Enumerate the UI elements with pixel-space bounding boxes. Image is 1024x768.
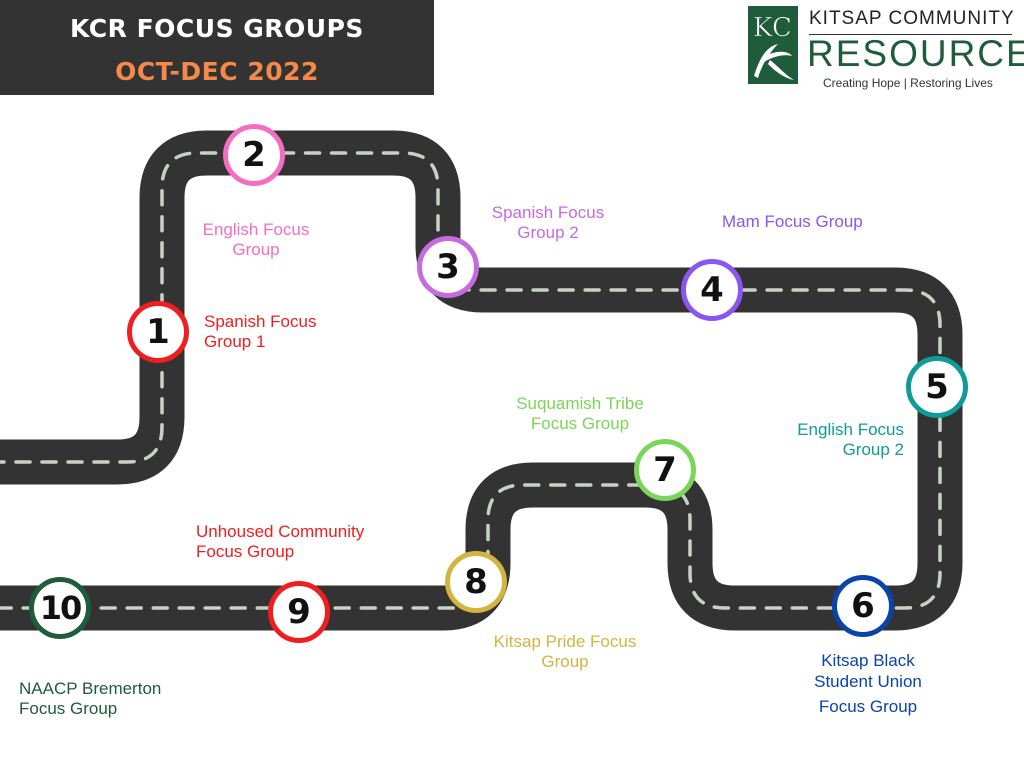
stop-label-6: Kitsap Black Student Union Focus Group — [793, 650, 943, 717]
stop-label-8: Kitsap Pride Focus Group — [475, 632, 655, 672]
stop-label-10: NAACP Bremerton Focus Group — [19, 679, 161, 719]
stop-number: 3 — [436, 247, 460, 287]
stop-number: 7 — [653, 450, 677, 490]
svg-text:K: K — [753, 13, 773, 43]
stop-label-line: Mam Focus Group — [722, 212, 863, 231]
kcr-logo: K C KITSAP COMMUNITY RESOURCES Creating … — [745, 6, 1024, 92]
stop-label-line: NAACP Bremerton — [19, 679, 162, 698]
stop-number: 1 — [146, 312, 170, 352]
stop-marker-7: 7 — [634, 439, 696, 501]
stop-marker-5: 5 — [906, 356, 968, 418]
logo-divider — [809, 34, 1012, 35]
stop-label-line: Focus Group — [818, 697, 918, 716]
logo-tagline: Creating Hope | Restoring Lives — [823, 76, 993, 90]
stop-label-1: Spanish Focus Group 1 — [204, 312, 316, 352]
kcr-logo-mark-icon: K C — [748, 6, 798, 84]
stop-label-line: Focus Group — [19, 699, 118, 718]
stop-label-line: English Focus — [797, 420, 904, 439]
stop-label-line: Group — [232, 240, 280, 259]
stop-label-5: English Focus Group 2 — [764, 420, 904, 460]
svg-text:C: C — [772, 13, 792, 43]
stop-label-7: Suquamish Tribe Focus Group — [495, 394, 665, 434]
stop-label-line: Kitsap Pride Focus — [493, 632, 637, 651]
stop-marker-4: 4 — [681, 259, 743, 321]
stop-marker-1: 1 — [127, 301, 189, 363]
stop-number: 4 — [700, 270, 724, 310]
stop-number: 6 — [851, 586, 875, 626]
stop-label-line: Group 2 — [842, 440, 904, 459]
stop-label-line: Group 2 — [517, 223, 579, 242]
stop-label-line: Focus Group — [196, 542, 295, 561]
stop-marker-6: 6 — [832, 575, 894, 637]
logo-name-line2: RESOURCES — [807, 33, 1024, 74]
stop-number: 2 — [242, 135, 266, 175]
stop-label-line: English Focus — [202, 220, 310, 239]
stop-marker-2: 2 — [223, 124, 285, 186]
stop-marker-3: 3 — [417, 236, 479, 298]
page-title: KCR FOCUS GROUPS — [70, 14, 364, 43]
stop-marker-8: 8 — [445, 551, 507, 613]
stop-number: 10 — [39, 589, 83, 627]
stop-label-9: Unhoused Community Focus Group — [196, 522, 364, 562]
stop-label-line: Spanish Focus — [491, 203, 605, 222]
stop-label-line: Spanish Focus — [204, 312, 317, 331]
stop-number: 5 — [925, 367, 949, 407]
stop-label-line: Suquamish Tribe — [516, 394, 644, 413]
stop-label-line: Student Union — [814, 672, 922, 691]
stop-label-4: Mam Focus Group — [722, 212, 863, 232]
stop-marker-9: 9 — [268, 581, 330, 643]
stop-label-line: Focus Group — [530, 414, 630, 433]
stop-marker-10: 10 — [29, 577, 91, 639]
logo-name-line1: KITSAP COMMUNITY — [809, 8, 1015, 29]
stop-label-line: Group — [541, 652, 589, 671]
stop-label-3: Spanish Focus Group 2 — [477, 203, 619, 243]
stop-label-line: Group 1 — [204, 332, 266, 351]
stop-label-line: Unhoused Community — [196, 522, 365, 541]
page-subtitle-date-range: OCT-DEC 2022 — [115, 57, 319, 86]
stop-number: 8 — [464, 562, 488, 602]
stop-label-2: English Focus Group — [186, 220, 326, 260]
title-banner: KCR FOCUS GROUPS OCT-DEC 2022 — [0, 0, 434, 95]
stop-label-line: Kitsap Black — [821, 651, 915, 670]
stop-number: 9 — [287, 592, 311, 632]
road-center-line — [0, 151, 942, 610]
